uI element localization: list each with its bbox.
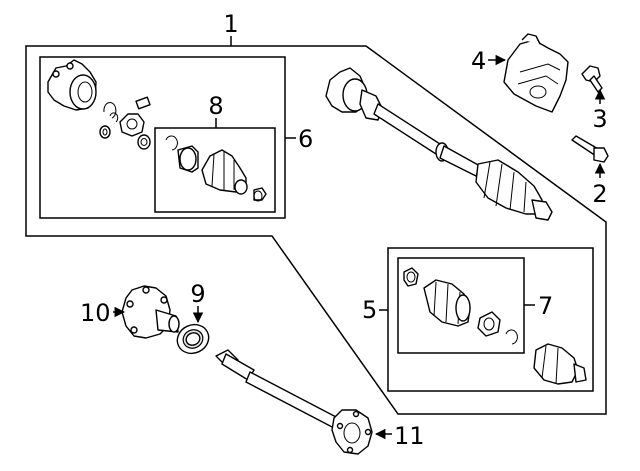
- bolt-3-icon: [581, 65, 603, 93]
- callout-3: 3: [592, 105, 607, 133]
- circlip-icon: [103, 102, 117, 119]
- axle-shaft-icon: [325, 67, 553, 221]
- flange-icon: [121, 285, 180, 339]
- outer-cv-joint-icon: [47, 59, 97, 111]
- callout-9: 9: [190, 280, 205, 308]
- callout-4: 4: [471, 47, 486, 75]
- kit-box-8: [154, 127, 276, 213]
- assembly-outline: [25, 45, 607, 415]
- callout-6: 6: [298, 125, 313, 153]
- callout-5: 5: [362, 296, 377, 324]
- callout-2: 2: [592, 180, 607, 208]
- callout-8: 8: [208, 92, 223, 120]
- inner-cv-joint-icon: [533, 343, 587, 385]
- washer-icon: [99, 125, 151, 150]
- hub-nut-icon: [109, 96, 151, 137]
- bracket-icon: [503, 33, 569, 113]
- seal-icon: [176, 323, 210, 355]
- boot-kit-7-icon: [403, 267, 518, 345]
- callout-11: 11: [394, 422, 425, 450]
- kit-box-5: [387, 247, 594, 392]
- boot-kit-8-icon: [165, 135, 267, 202]
- callout-10: 10: [80, 299, 111, 327]
- callout-7: 7: [538, 292, 553, 320]
- callout-1: 1: [223, 10, 238, 38]
- bolt-2-icon: [571, 135, 609, 163]
- intermediate-shaft-icon: [215, 349, 373, 455]
